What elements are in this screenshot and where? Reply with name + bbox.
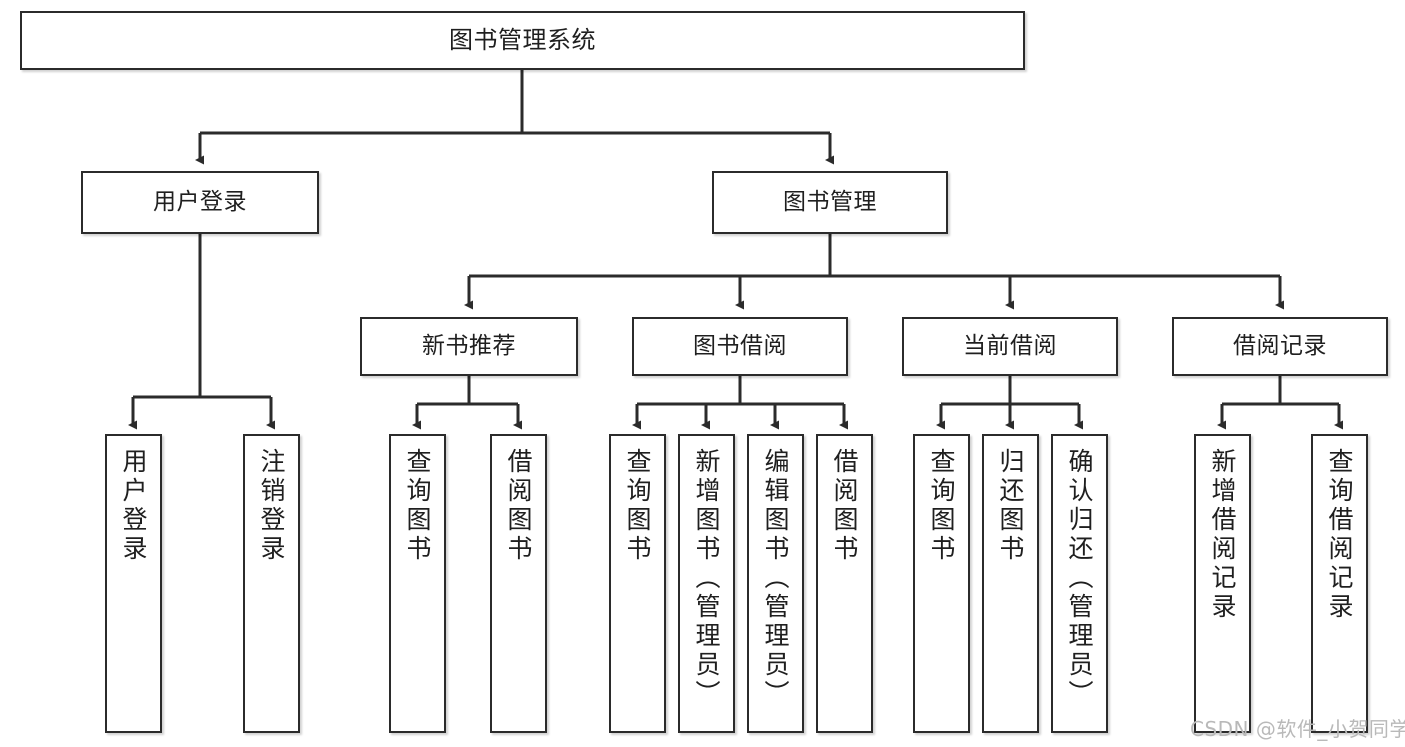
node-label: 图书管理系统 — [449, 26, 596, 55]
node-label: 查询图书 — [623, 448, 652, 564]
node-current-borrow[interactable]: 当前借阅 — [902, 317, 1118, 376]
leaf-borrow-query-book[interactable]: 查询图书 — [609, 434, 666, 733]
node-root-system[interactable]: 图书管理系统 — [20, 11, 1025, 70]
node-new-book-recommend[interactable]: 新书推荐 — [360, 317, 578, 376]
node-label: 新增借阅记录 — [1208, 448, 1237, 622]
node-label: 借阅记录 — [1233, 332, 1327, 359]
leaf-borrow-borrow-book[interactable]: 借阅图书 — [816, 434, 873, 733]
leaf-recommend-query-book[interactable]: 查询图书 — [389, 434, 446, 733]
node-user-login[interactable]: 用户登录 — [81, 171, 319, 234]
leaf-current-query-book[interactable]: 查询图书 — [913, 434, 970, 733]
leaf-user-login[interactable]: 用户登录 — [105, 434, 162, 733]
leaf-recommend-borrow-book[interactable]: 借阅图书 — [490, 434, 547, 733]
node-label: 确认归还（管理员） — [1065, 448, 1094, 709]
node-label: 查询图书 — [927, 448, 956, 564]
leaf-record-query-record[interactable]: 查询借阅记录 — [1311, 434, 1368, 733]
node-label: 借阅图书 — [830, 448, 859, 564]
node-label: 新增图书（管理员） — [692, 448, 721, 709]
node-label: 借阅图书 — [504, 448, 533, 564]
node-label: 用户登录 — [153, 188, 247, 215]
node-label: 编辑图书（管理员） — [761, 448, 790, 709]
node-label: 新书推荐 — [422, 332, 516, 359]
leaf-record-add-record[interactable]: 新增借阅记录 — [1194, 434, 1251, 733]
node-label: 图书借阅 — [693, 332, 787, 359]
leaf-current-return-book[interactable]: 归还图书 — [982, 434, 1039, 733]
node-label: 当前借阅 — [963, 332, 1057, 359]
node-book-management[interactable]: 图书管理 — [712, 171, 948, 234]
node-label: 查询借阅记录 — [1325, 448, 1354, 622]
node-label: 归还图书 — [996, 448, 1025, 564]
leaf-current-confirm-return-admin[interactable]: 确认归还（管理员） — [1051, 434, 1108, 733]
node-label: 图书管理 — [783, 188, 877, 215]
node-borrow-record[interactable]: 借阅记录 — [1172, 317, 1388, 376]
node-label: 用户登录 — [119, 448, 148, 564]
node-book-borrow[interactable]: 图书借阅 — [632, 317, 848, 376]
leaf-user-logout[interactable]: 注销登录 — [243, 434, 300, 733]
node-label: 注销登录 — [257, 448, 286, 564]
leaf-borrow-add-book-admin[interactable]: 新增图书（管理员） — [678, 434, 735, 733]
node-label: 查询图书 — [403, 448, 432, 564]
leaf-borrow-edit-book-admin[interactable]: 编辑图书（管理员） — [747, 434, 804, 733]
